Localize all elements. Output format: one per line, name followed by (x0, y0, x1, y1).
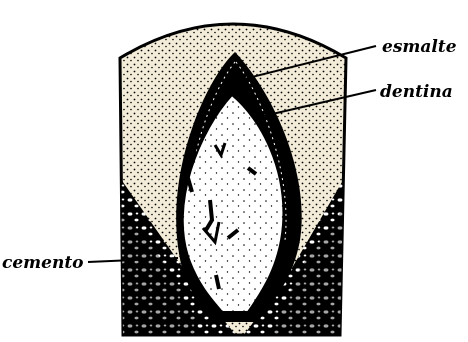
label-cemento: cemento (2, 253, 84, 273)
label-dentina: dentina (380, 82, 453, 102)
label-esmalte: esmalte (382, 37, 457, 57)
